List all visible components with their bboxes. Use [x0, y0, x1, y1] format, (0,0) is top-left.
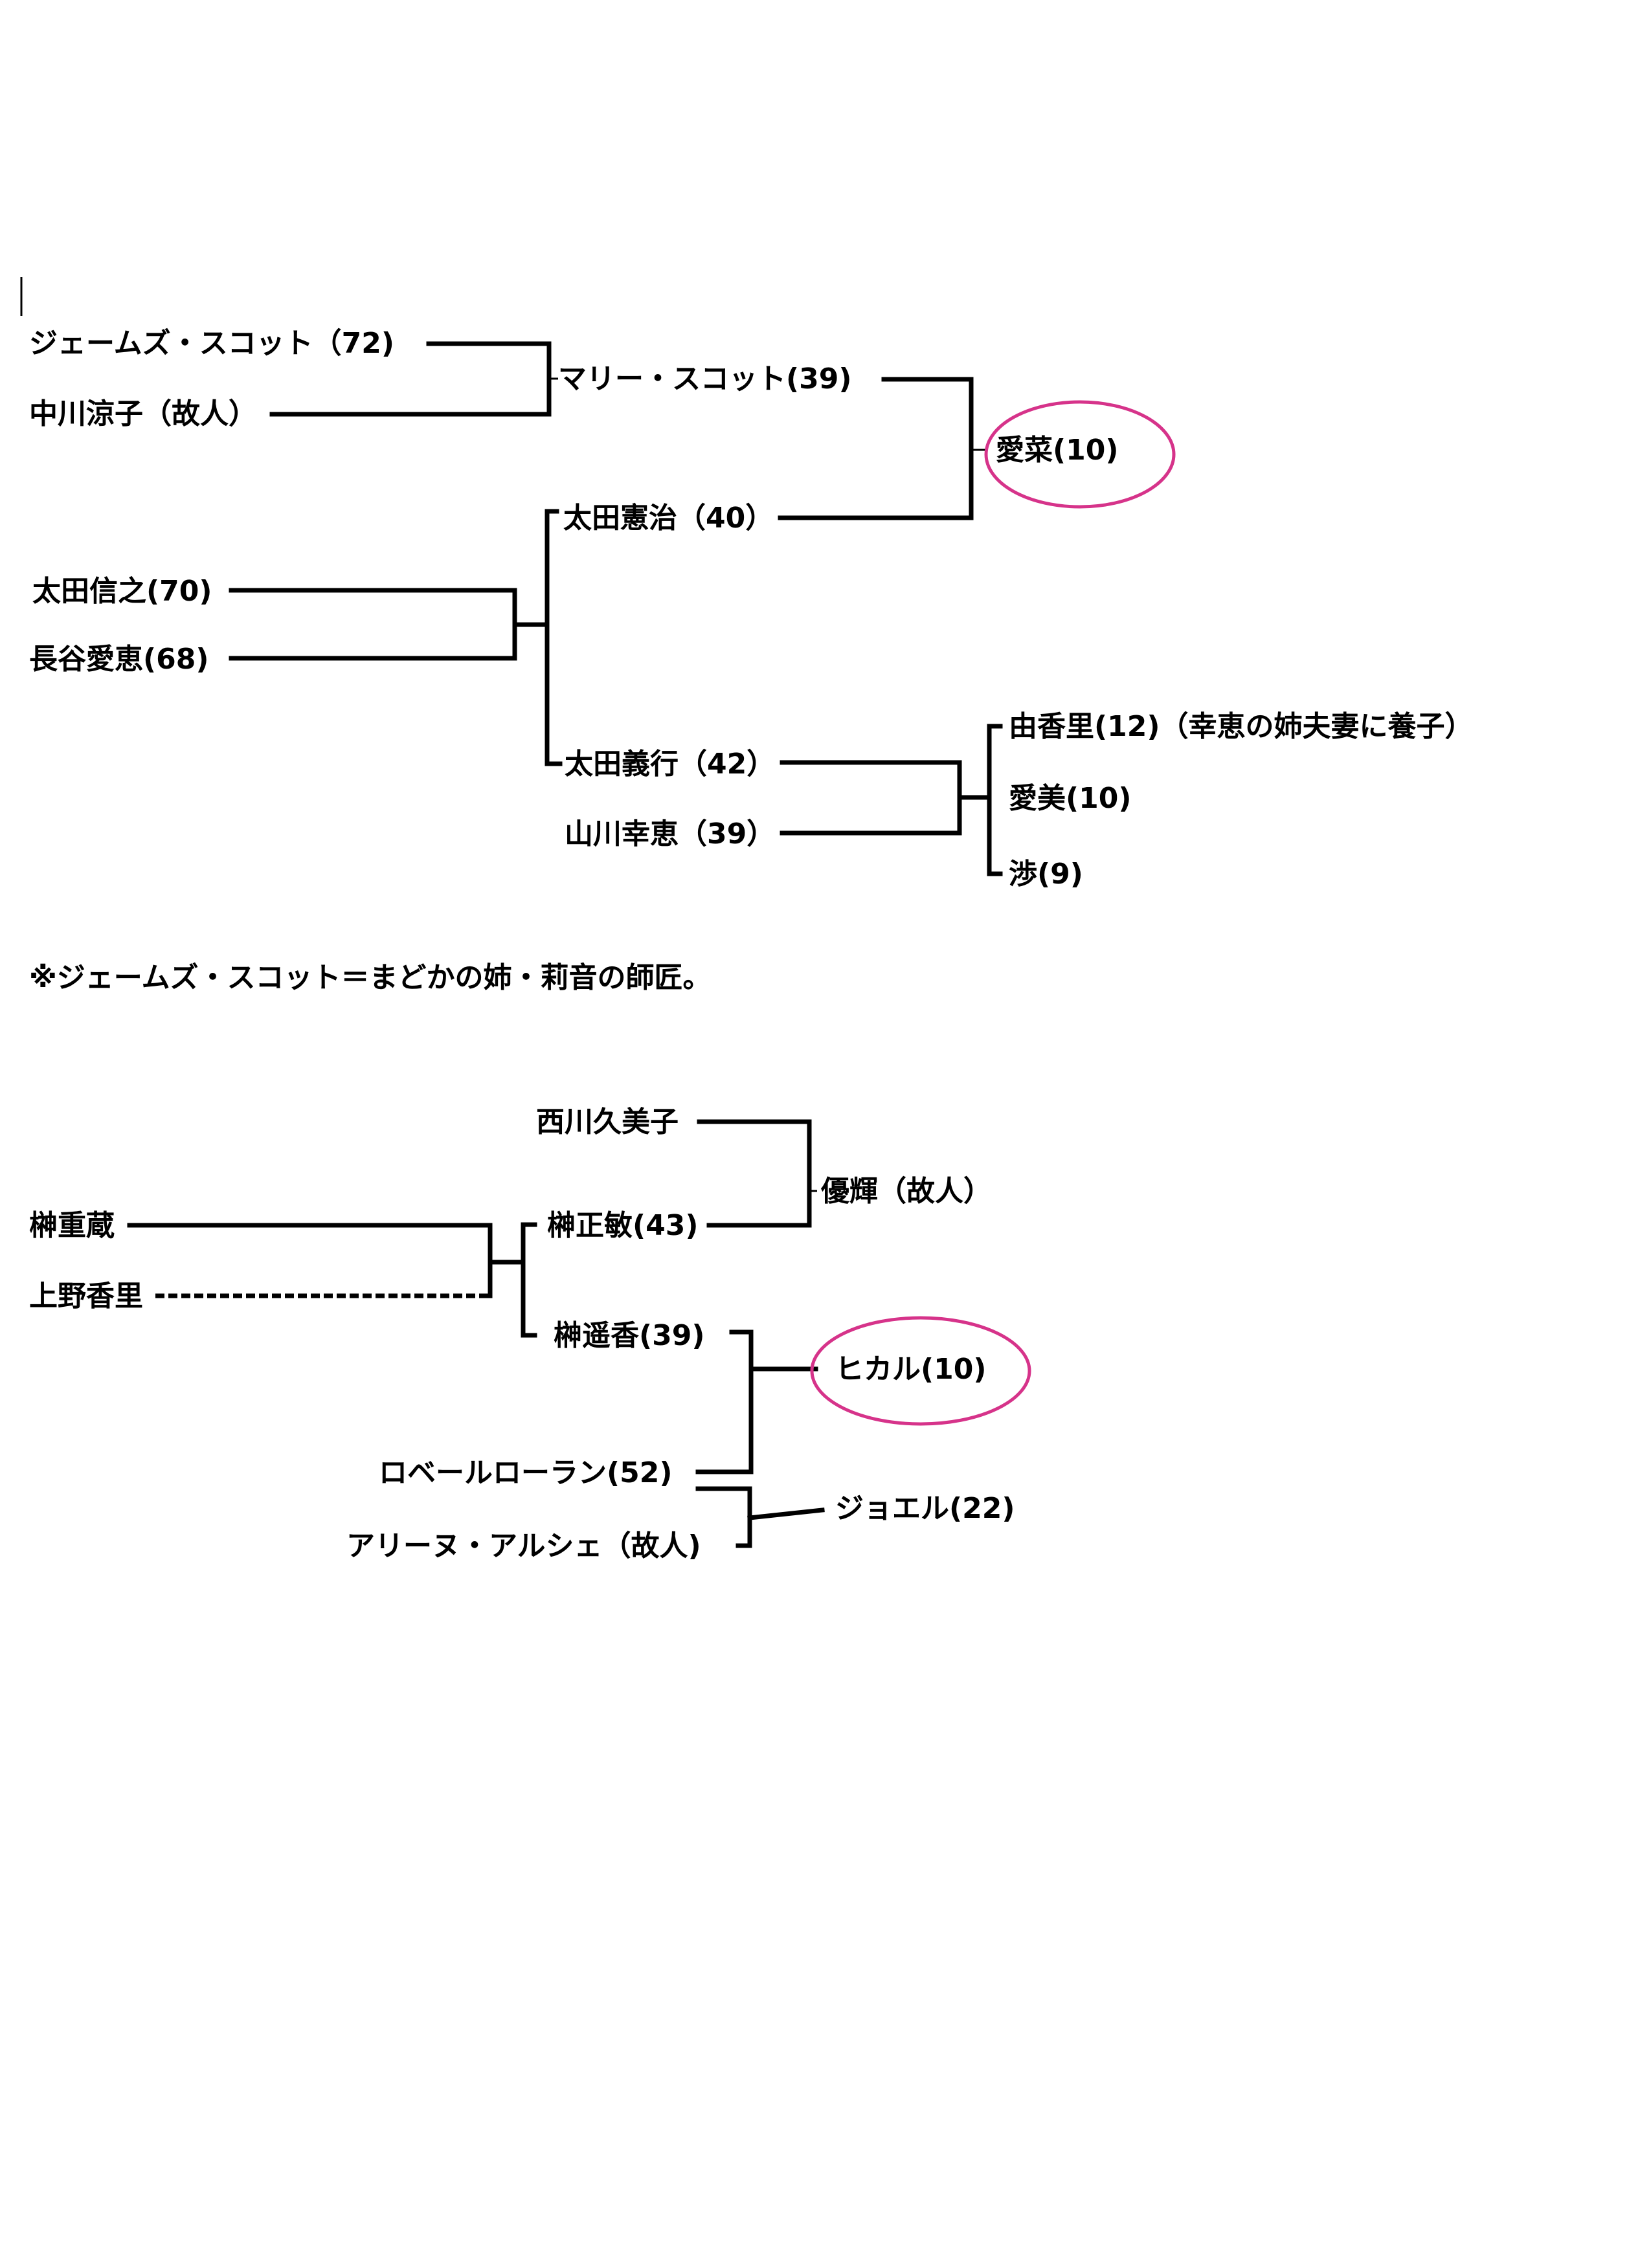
connector-yoshiyuki-sachie — [780, 760, 962, 836]
highlight-ring-aina — [984, 400, 1176, 509]
family1-connectors — [229, 341, 1003, 876]
person-yuki: 優輝（故人） — [820, 1175, 992, 1208]
person-ota-nobuyuki: 太田信之(70) — [32, 575, 212, 608]
connector-children — [987, 724, 1003, 876]
person-manami: 愛美(10) — [1009, 782, 1131, 815]
person-aina: 愛菜(10) — [996, 434, 1118, 467]
connector-mary-kenji — [778, 377, 974, 520]
person-ota-yoshiyuki: 太田義行（42） — [565, 748, 775, 781]
person-hase-yoshie: 長谷愛恵(68) — [29, 643, 208, 676]
person-mary-scott: マリー・スコット(39) — [558, 362, 851, 395]
connector-siblings — [521, 1222, 537, 1338]
person-sakaki-masatoshi: 榊正敏(43) — [547, 1209, 698, 1242]
connector-shigezo — [127, 1223, 493, 1298]
connector-kumiko-masatoshi — [697, 1119, 812, 1228]
person-yukari: 由香里(12)（幸恵の姉夫妻に養子） — [1009, 710, 1473, 743]
person-yamakawa-sachie: 山川幸恵（39） — [565, 817, 775, 850]
person-ueno-kaori: 上野香里 — [29, 1280, 143, 1313]
person-hikaru: ヒカル(10) — [835, 1353, 986, 1386]
person-robert-laurent: ロベールローラン(52) — [379, 1456, 672, 1489]
family1-labels: ジェームズ・スコット（72) 中川涼子（故人） マリー・スコット(39) 愛菜(… — [29, 327, 1473, 891]
person-james-scott: ジェームズ・スコット（72) — [29, 327, 394, 360]
connector-sons — [545, 509, 563, 766]
person-nakagawa-ryoko: 中川涼子（故人） — [29, 397, 257, 430]
family2-labels: 西川久美子 優輝（故人） 榊重蔵 上野香里 榊正敏(43) 榊遥香(39) ヒカ… — [29, 1106, 1015, 1562]
person-sakaki-shigezo: 榊重蔵 — [29, 1209, 115, 1242]
connector-robert-arine — [695, 1486, 752, 1548]
connector-to-joel — [747, 1507, 825, 1520]
note-text: ※ジェームズ・スコット＝まどかの姉・莉音の師匠。 — [29, 961, 711, 994]
family2-connectors — [127, 1119, 825, 1548]
person-wataru: 渉(9) — [1009, 858, 1083, 891]
connector-haruka-robert — [695, 1329, 754, 1474]
person-sakaki-haruka: 榊遥香(39) — [554, 1319, 704, 1352]
person-ota-kenji: 太田憲治（40） — [563, 502, 774, 535]
person-joel: ジョエル(22) — [835, 1492, 1015, 1525]
person-arine-archer: アリーヌ・アルシェ（故人) — [346, 1529, 701, 1562]
person-nishikawa-kumiko: 西川久美子 — [536, 1106, 679, 1139]
highlight-ring-hikaru — [810, 1316, 1031, 1426]
connector-nobuyuki-yoshie — [229, 588, 517, 661]
